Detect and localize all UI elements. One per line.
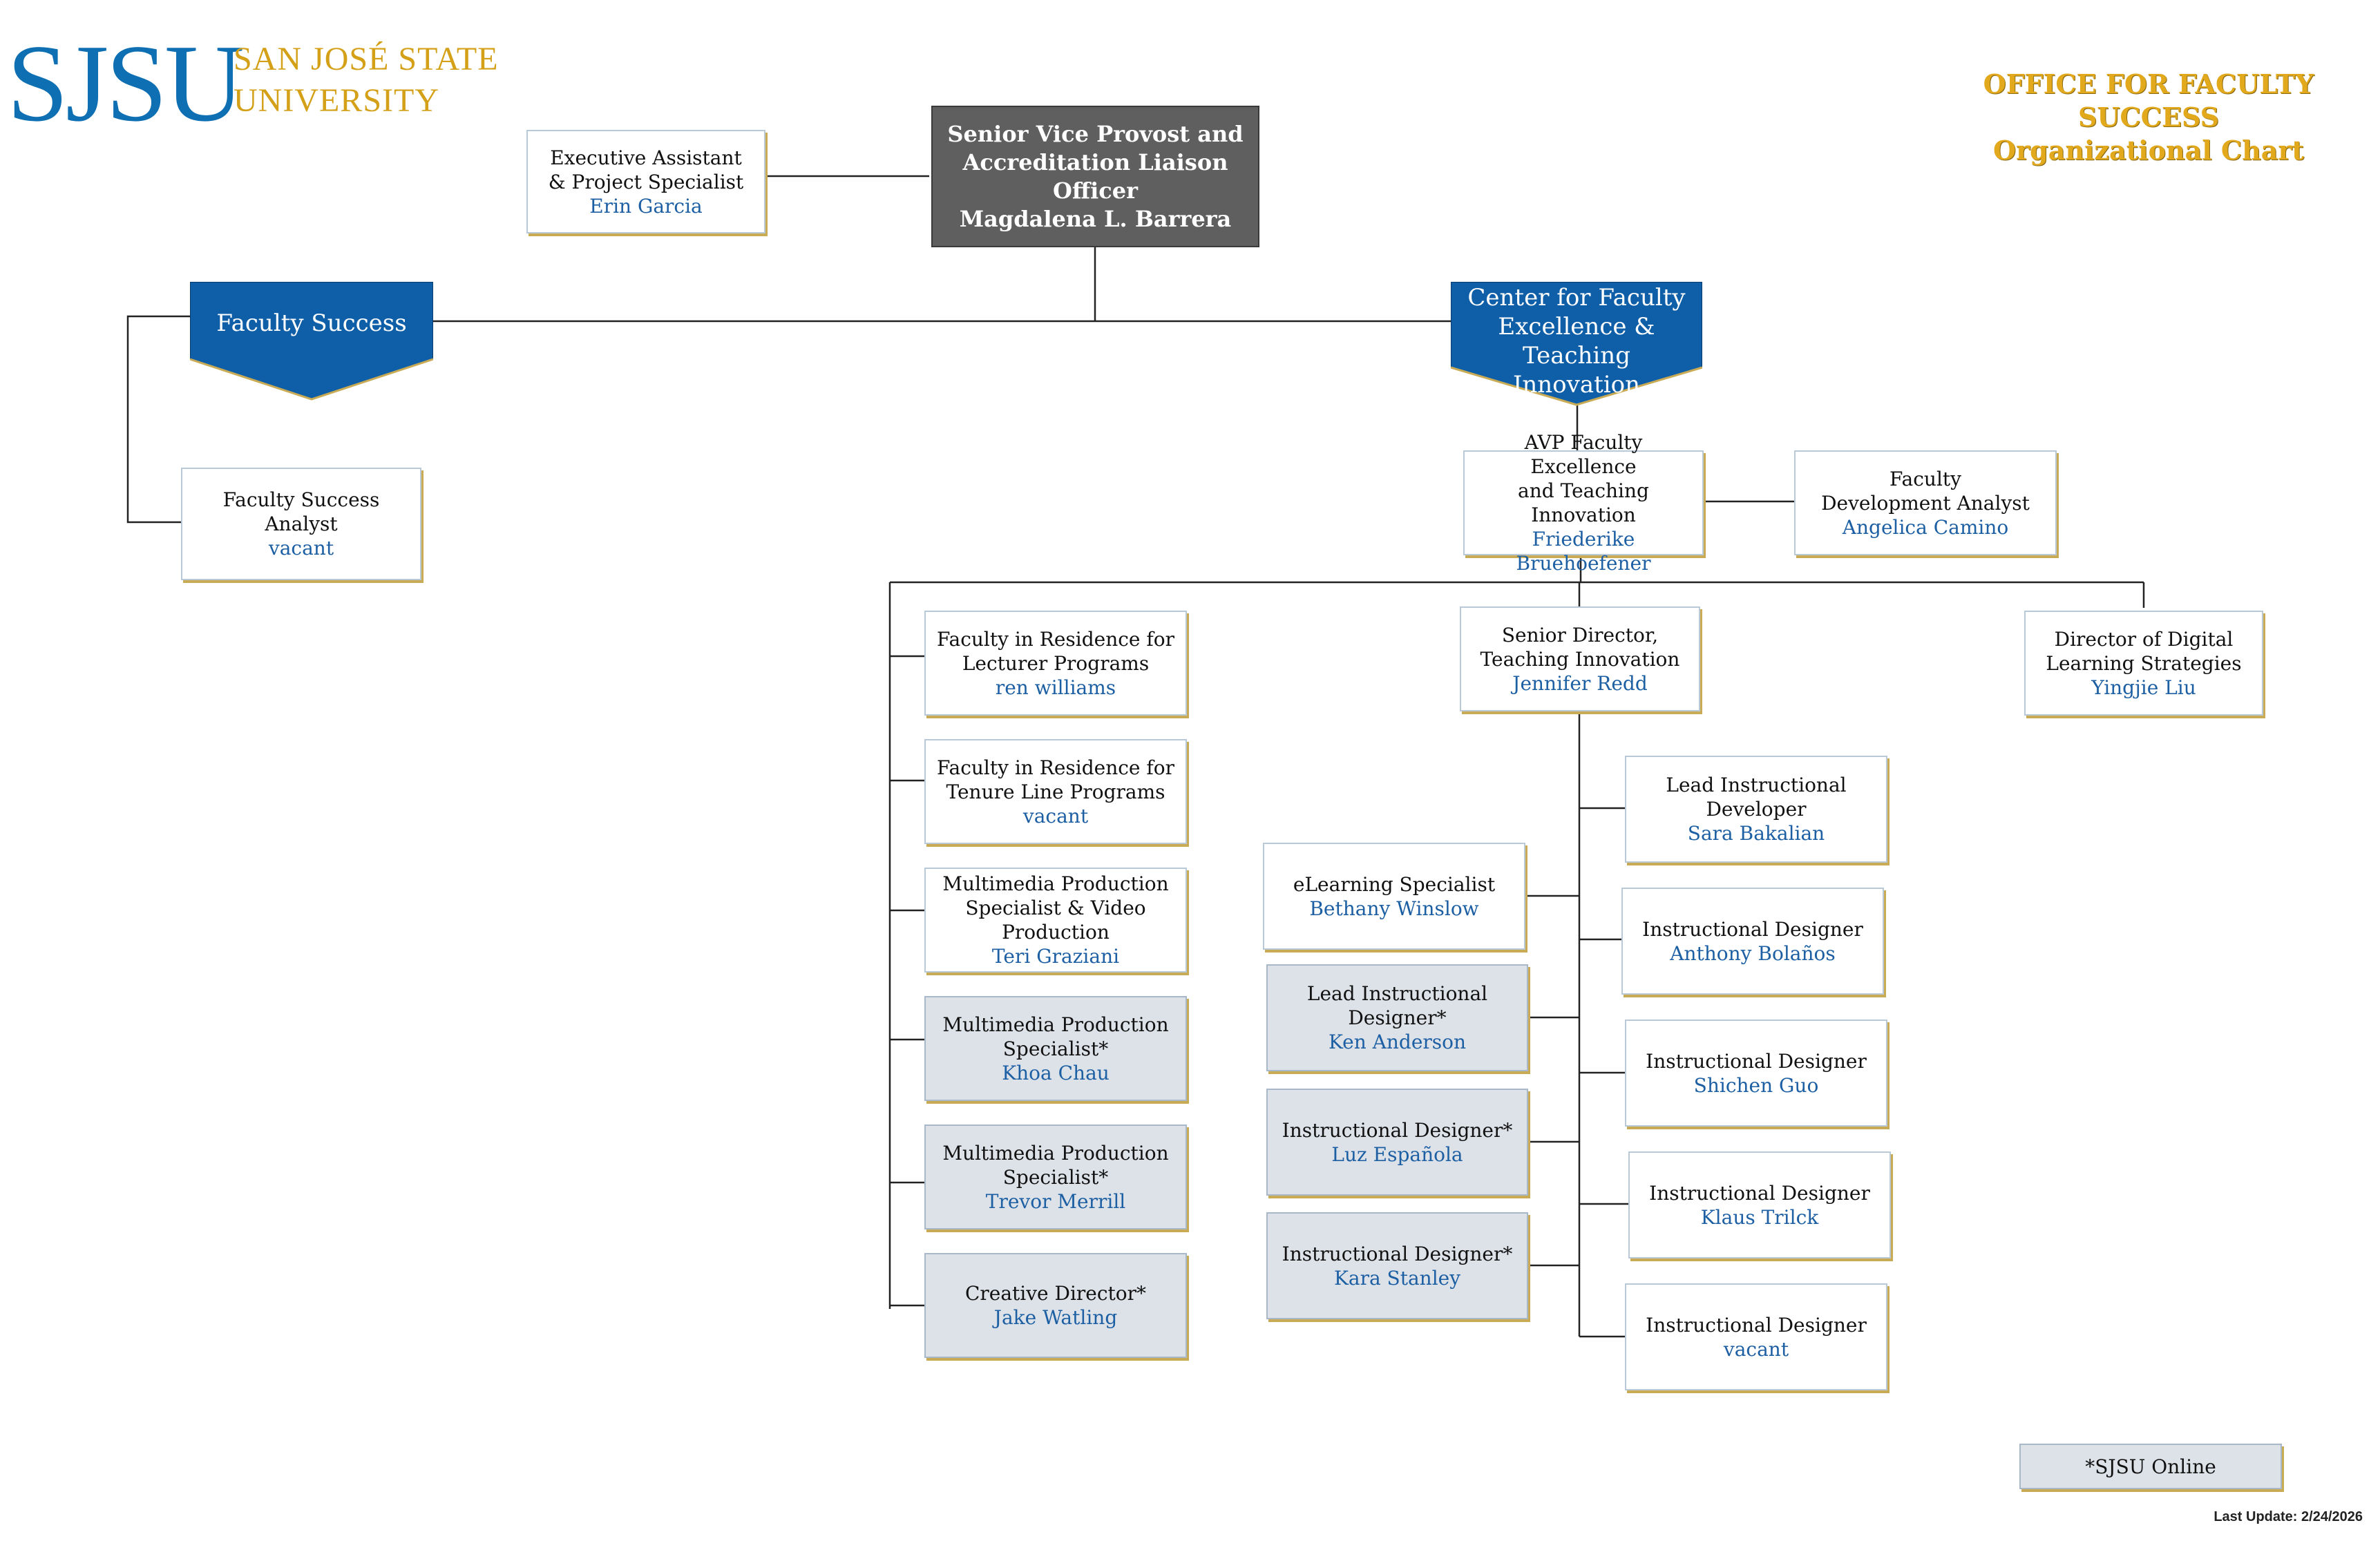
box-title-line-1: Instructional Designer* — [1282, 1242, 1513, 1265]
box-title-line-1: Faculty in Residence for — [936, 756, 1174, 779]
cfeti-shape — [1451, 282, 1702, 406]
director-digital-learning-box: Director of Digital Learning Strategies … — [2024, 611, 2263, 716]
last-update-label: Last Update: 2/24/2026 — [2214, 1509, 2363, 1524]
box-title-line-1: eLearning Specialist — [1293, 872, 1496, 896]
exec-name: Magdalena L. Barrera — [959, 205, 1232, 232]
faculty-development-analyst-box: Faculty Development Analyst Angelica Cam… — [1794, 450, 2057, 555]
sd-title-line-1: Senior Director, — [1501, 623, 1659, 647]
faculty-success-analyst-box: Faculty Success Analyst vacant — [181, 468, 421, 580]
senior-vice-provost-box: Senior Vice Provost and Accreditation Li… — [931, 106, 1259, 247]
assistant-title-line-2: & Project Specialist — [548, 170, 744, 193]
fd-analyst-name: Angelica Camino — [1842, 515, 2009, 539]
box-title-line-1: Faculty in Residence for — [936, 627, 1174, 651]
sd-name: Jennifer Redd — [1512, 671, 1648, 695]
box-name: Anthony Bolaños — [1670, 941, 1836, 965]
box-name: Ken Anderson — [1328, 1031, 1467, 1053]
box-name: Klaus Trilck — [1700, 1205, 1819, 1229]
box-title-line-2: Specialist* — [1002, 1165, 1109, 1189]
cfeti-banner: Center for Faculty Excellence & Teaching… — [1451, 282, 1702, 408]
instructional-designer-espanola-box: Instructional Designer* Luz Española — [1266, 1089, 1528, 1196]
avp-title-line-2: and Teaching Innovation — [1518, 479, 1649, 526]
exec-title-line-1: Senior Vice Provost and — [947, 120, 1244, 147]
box-title-line-1: Instructional Designer — [1649, 1181, 1870, 1205]
page-title-line-1: OFFICE FOR FACULTY SUCCESS — [1983, 68, 2314, 133]
lead-instructional-developer-box: Lead Instructional Developer Sara Bakali… — [1625, 756, 1887, 863]
box-name: Luz Española — [1331, 1142, 1463, 1166]
fd-analyst-title-line-2: Development Analyst — [1821, 491, 2030, 515]
instructional-designer-bolanos-box: Instructional Designer Anthony Bolaños — [1621, 888, 1884, 995]
university-wordmark: SAN JOSÉ STATE UNIVERSITY — [234, 39, 499, 122]
page-title: OFFICE FOR FACULTY SUCCESS Organizationa… — [1921, 68, 2377, 167]
senior-director-box: Senior Director, Teaching Innovation Jen… — [1460, 606, 1700, 711]
cfeti-label: Center for Faculty Excellence & Teaching… — [1451, 283, 1702, 399]
faculty-in-residence-tenure-box: Faculty in Residence for Tenure Line Pro… — [924, 739, 1187, 844]
ddl-name: Yingjie Liu — [2091, 676, 2196, 699]
multimedia-video-production-box: Multimedia Production Specialist & Video… — [924, 868, 1187, 973]
box-name: Jake Watling — [993, 1306, 1118, 1329]
fs-analyst-name: vacant — [268, 537, 334, 559]
cfeti-line-1: Center for Faculty — [1467, 284, 1686, 312]
box-name: Kara Stanley — [1333, 1266, 1461, 1290]
box-name: Sara Bakalian — [1687, 822, 1825, 845]
assistant-title-line-1: Executive Assistant — [550, 146, 742, 169]
multimedia-specialist-chau-box: Multimedia Production Specialist* Khoa C… — [924, 996, 1187, 1101]
instructional-designer-guo-box: Instructional Designer Shichen Guo — [1625, 1020, 1887, 1127]
faculty-success-label: Faculty Success — [216, 309, 407, 337]
assistant-name: Erin Garcia — [589, 194, 703, 218]
instructional-designer-trilck-box: Instructional Designer Klaus Trilck — [1628, 1151, 1891, 1258]
avp-title-line-1: AVP Faculty Excellence — [1524, 431, 1643, 478]
fd-analyst-title-line-1: Faculty — [1889, 467, 1961, 490]
fs-analyst-title: Faculty Success Analyst — [222, 488, 380, 535]
box-title-line-2: Lecturer Programs — [962, 651, 1150, 675]
box-title-line-1: Instructional Designer — [1646, 1313, 1867, 1337]
box-name: vacant — [1022, 804, 1089, 827]
box-name: Khoa Chau — [1002, 1061, 1110, 1084]
sjsu-logo-mark: SJSU — [7, 21, 245, 144]
box-name: ren williams — [995, 676, 1116, 699]
sd-title-line-2: Teaching Innovation — [1480, 647, 1680, 671]
box-title-line-1: Lead Instructional — [1666, 774, 1847, 796]
box-title-line-1: Instructional Designer — [1642, 917, 1863, 941]
elearning-specialist-box: eLearning Specialist Bethany Winslow — [1263, 843, 1525, 950]
sjsu-online-legend: *SJSU Online — [2019, 1444, 2282, 1489]
box-name: Shichen Guo — [1693, 1073, 1819, 1097]
lead-instructional-designer-box: Lead Instructional Designer* Ken Anderso… — [1266, 964, 1528, 1071]
exec-title-line-2: Accreditation Liaison Officer — [962, 149, 1228, 204]
box-title-line-3: Production — [1002, 921, 1110, 944]
instructional-designer-stanley-box: Instructional Designer* Kara Stanley — [1266, 1212, 1528, 1319]
multimedia-specialist-merrill-box: Multimedia Production Specialist* Trevor… — [924, 1124, 1187, 1229]
wordmark-line-1: SAN JOSÉ STATE — [234, 41, 499, 77]
box-title-line-1: Multimedia Production — [942, 872, 1169, 895]
box-name: Trevor Merrill — [985, 1189, 1126, 1213]
wordmark-line-2: UNIVERSITY — [234, 82, 439, 119]
executive-assistant-box: Executive Assistant & Project Specialist… — [526, 130, 765, 233]
box-name: Bethany Winslow — [1309, 897, 1479, 920]
page-title-line-2: Organizational Chart — [1993, 135, 2304, 166]
box-title-line-1: Lead Instructional Designer* — [1306, 982, 1488, 1029]
box-title-line-2: Specialist* — [1002, 1037, 1109, 1060]
box-title-line-1: Creative Director* — [964, 1282, 1147, 1305]
ddl-title-line-1: Director of Digital — [2054, 627, 2234, 651]
cfeti-line-2: Excellence & Teaching — [1498, 313, 1655, 370]
faculty-success-shape — [190, 282, 433, 401]
box-name: vacant — [1723, 1337, 1789, 1361]
faculty-success-banner: Faculty Success — [190, 282, 433, 403]
box-title-line-1: Multimedia Production — [942, 1013, 1169, 1036]
box-name: Teri Graziani — [991, 945, 1120, 968]
avp-name: Friederike Bruehoefener — [1516, 528, 1651, 575]
ddl-title-line-2: Learning Strategies — [2046, 651, 2242, 675]
box-title-line-2: Tenure Line Programs — [946, 780, 1165, 803]
instructional-designer-vacant-box: Instructional Designer vacant — [1625, 1283, 1887, 1390]
creative-director-box: Creative Director* Jake Watling — [924, 1253, 1187, 1358]
cfeti-line-3: Innovation — [1512, 371, 1641, 399]
box-title-line-1: Multimedia Production — [942, 1141, 1169, 1165]
faculty-in-residence-lecturer-box: Faculty in Residence for Lecturer Progra… — [924, 611, 1187, 716]
avp-faculty-excellence-box: AVP Faculty Excellence and Teaching Inno… — [1463, 431, 1704, 575]
box-title-line-1: Instructional Designer* — [1282, 1118, 1513, 1142]
box-title-line-2: Specialist & Video — [965, 897, 1146, 919]
legend-label: *SJSU Online — [2085, 1455, 2216, 1478]
box-title-line-1: Instructional Designer — [1646, 1049, 1867, 1073]
box-title-line-2: Developer — [1706, 798, 1807, 821]
